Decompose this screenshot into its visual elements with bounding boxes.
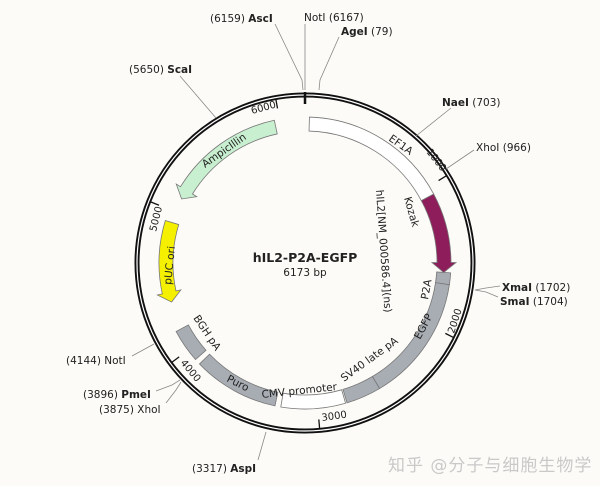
watermark: 知乎 @分子与细胞生物学 <box>388 456 593 476</box>
leader-pmei <box>155 379 181 392</box>
site-noti2-pos: (4144) <box>66 355 101 367</box>
site-noti-4144: (4144) NotI <box>66 355 126 367</box>
leader-scai <box>179 75 217 119</box>
site-pmei-pos: (3896) <box>83 389 118 401</box>
site-xmai-name: XmaI <box>502 282 532 294</box>
site-xhoi-966: XhoI (966) <box>476 142 531 154</box>
site-noti-6167: NotI (6167) <box>304 12 364 24</box>
leader-xhoi-3875 <box>165 381 182 404</box>
site-xhoi2-pos: (3875) <box>99 404 134 416</box>
feature-hil2-nm-000586-4-ns <box>420 193 458 273</box>
feature-puro <box>198 353 279 407</box>
tick-mark-3000 <box>318 419 321 429</box>
site-noti-name: NotI <box>304 12 326 24</box>
leader-asci <box>274 23 304 91</box>
site-pmei: (3896) PmeI <box>83 389 151 401</box>
site-smai: SmaI (1704) <box>500 296 568 308</box>
site-noti2-name: NotI <box>104 355 126 367</box>
feature-label-hil2: hIL2[NM_000586.4](ns) <box>373 189 394 313</box>
plasmid-length: 6173 bp <box>283 267 327 279</box>
site-naei-pos: (703) <box>472 97 500 109</box>
site-xhoi-3875: (3875) XhoI <box>99 404 161 416</box>
leader-aspi <box>257 431 267 461</box>
site-agei-pos: (79) <box>371 26 393 38</box>
leader-agei <box>318 36 340 91</box>
site-pmei-name: PmeI <box>121 389 151 401</box>
plasmid-name: hIL2-P2A-EGFP <box>253 250 358 265</box>
feature-sv40-late-pa <box>342 375 381 404</box>
ticks-layer <box>150 99 454 429</box>
leader-xmai <box>474 285 501 291</box>
site-asci: (6159) AscI <box>210 13 273 25</box>
site-agei-name: AgeI <box>341 26 368 38</box>
site-noti-pos: (6167) <box>329 12 364 24</box>
leader-xhoi-966 <box>445 149 475 170</box>
site-agei: AgeI (79) <box>341 26 393 38</box>
site-aspi-pos: (3317) <box>192 463 227 475</box>
site-xhoi-pos: (966) <box>503 142 531 154</box>
leader-naei <box>415 107 452 137</box>
tick-mark-5000 <box>150 201 160 206</box>
tick-label-3000: 3000 <box>321 410 348 424</box>
site-scai-name: ScaI <box>167 64 192 76</box>
feature-ampicillin <box>175 119 278 200</box>
site-xmai-pos: (1702) <box>535 282 570 294</box>
site-xhoi-name: XhoI <box>476 142 499 154</box>
site-xmai: XmaI (1702) <box>502 282 570 294</box>
site-naei: NaeI (703) <box>442 97 500 109</box>
leader-noti-4144 <box>131 343 155 357</box>
site-asci-name: AscI <box>248 13 273 25</box>
tick-mark-6000 <box>275 99 279 109</box>
leader-smai <box>474 289 499 298</box>
site-smai-name: SmaI <box>500 296 530 308</box>
feature-bgh-pa <box>175 324 207 361</box>
feature-label-puc-ori: pUC ori <box>162 246 178 286</box>
tick-label-5000: 5000 <box>148 205 165 232</box>
site-scai: (5650) ScaI <box>129 64 192 76</box>
site-xhoi2-name: XhoI <box>137 404 160 416</box>
site-aspi-name: AspI <box>230 463 256 475</box>
features-layer <box>156 116 458 410</box>
feature-ef1a <box>308 116 435 202</box>
tick-label-1000: 1000 <box>424 147 448 174</box>
site-naei-name: NaeI <box>442 97 469 109</box>
site-aspi: (3317) AspI <box>192 463 256 475</box>
feature-label-ampicillin: AmpicIllin <box>200 131 249 170</box>
site-leader-lines <box>131 23 501 461</box>
feature-puc-ori <box>156 219 182 303</box>
site-scai-pos: (5650) <box>129 64 164 76</box>
site-asci-pos: (6159) <box>210 13 245 25</box>
feature-label-p2a: P2A <box>419 278 434 301</box>
feature-cmv-promoter <box>280 389 347 410</box>
tick-mark-4000 <box>171 356 180 363</box>
feature-label-kozak: Kozak <box>401 196 421 230</box>
tick-mark-2000 <box>445 332 454 339</box>
tick-mark-1000 <box>438 175 447 182</box>
site-smai-pos: (1704) <box>533 296 568 308</box>
